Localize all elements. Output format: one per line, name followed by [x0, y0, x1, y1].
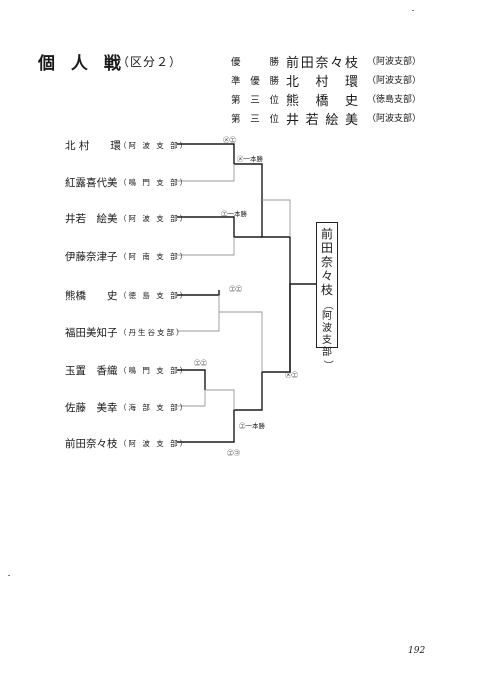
player-team: （鳴 門 支 部）	[119, 178, 190, 187]
bracket-line-p1	[177, 143, 235, 164]
bracket-line-m4	[205, 389, 235, 410]
bracket-line-p6	[177, 295, 220, 332]
player-name: 前田奈々枝	[65, 438, 118, 450]
division-label: （区分２）	[117, 55, 183, 69]
player-name: 熊橋 史	[65, 290, 118, 302]
page-title: 個 人 戦	[38, 54, 126, 74]
annotation-final: ㋱㋓	[285, 371, 298, 379]
player-name: 井若 絵美	[65, 213, 118, 225]
player-name: 玉置 香織	[65, 365, 118, 377]
annotation-r1-p1-p2: ㋱㋓	[223, 136, 236, 144]
champion-team: （阿波支部）	[322, 300, 333, 370]
scan-mark	[8, 575, 10, 576]
player-team: （阿 波 支 部）	[119, 214, 190, 223]
annotation-r1-p5-p6: ㋓㋓	[229, 285, 242, 293]
bracket-line-p8	[177, 390, 206, 407]
player-name: 伊藤奈津子	[65, 251, 118, 263]
result-rank: 第三位	[231, 114, 279, 125]
player-name: 福田美知子	[65, 327, 118, 339]
result-team: （阿波支部）	[367, 57, 422, 67]
player-team: （鳴 門 支 部）	[119, 366, 190, 375]
result-name: 井若絵美	[286, 113, 358, 128]
player-team: （阿 波 支 部）	[119, 141, 190, 150]
player-name: 佐藤 美幸	[65, 402, 118, 414]
result-rank: 優勝	[231, 57, 279, 68]
bracket-line-p3	[177, 216, 262, 238]
bracket-line-m3	[219, 311, 263, 372]
result-rank: 準優勝	[231, 76, 279, 87]
bracket-line-sf1	[261, 200, 291, 372]
bracket-line-p9	[177, 283, 316, 443]
bracket-line-p2	[177, 164, 235, 182]
annotation-p9: ㋓㋙	[227, 449, 240, 457]
result-name: 熊橋史	[286, 94, 358, 109]
page-number: 192	[408, 646, 426, 656]
player-team: （丹生谷支部）	[119, 328, 186, 337]
result-rank: 第三位	[231, 95, 279, 106]
champion-box: 前田奈々枝 （阿波支部）	[316, 222, 338, 370]
result-team: （阿波支部）	[367, 114, 422, 124]
annotation-r1-p3-p4: ㋓一本勝	[221, 210, 247, 218]
player-team: （阿 波 支 部）	[119, 439, 190, 448]
result-team: （阿波支部）	[367, 76, 422, 86]
annotation-r2-top: ㋱一本勝	[237, 155, 263, 163]
bracket-line-sf1-gray	[262, 199, 291, 237]
result-team: （徳島支部）	[367, 95, 422, 105]
result-name: 北村環	[286, 75, 358, 90]
annotation-r2-bottom: ㋓一本勝	[239, 422, 265, 430]
bracket-line-p4	[177, 237, 235, 256]
champion-name: 前田奈々枝	[320, 227, 333, 297]
player-team: （徳 島 支 部）	[119, 291, 190, 300]
scan-mark	[412, 10, 414, 11]
player-team: （阿 南 支 部）	[119, 252, 190, 261]
player-team: （海 部 支 部）	[119, 403, 190, 412]
player-name: 紅露喜代美	[65, 177, 118, 189]
result-name: 前田奈々枝	[286, 56, 358, 71]
bracket-line-p7	[177, 369, 206, 390]
annotation-r0-p7-p8: ㋓㋓	[194, 359, 207, 367]
player-name: 北 村 環	[65, 140, 121, 152]
bracket-line-m1	[234, 163, 263, 200]
